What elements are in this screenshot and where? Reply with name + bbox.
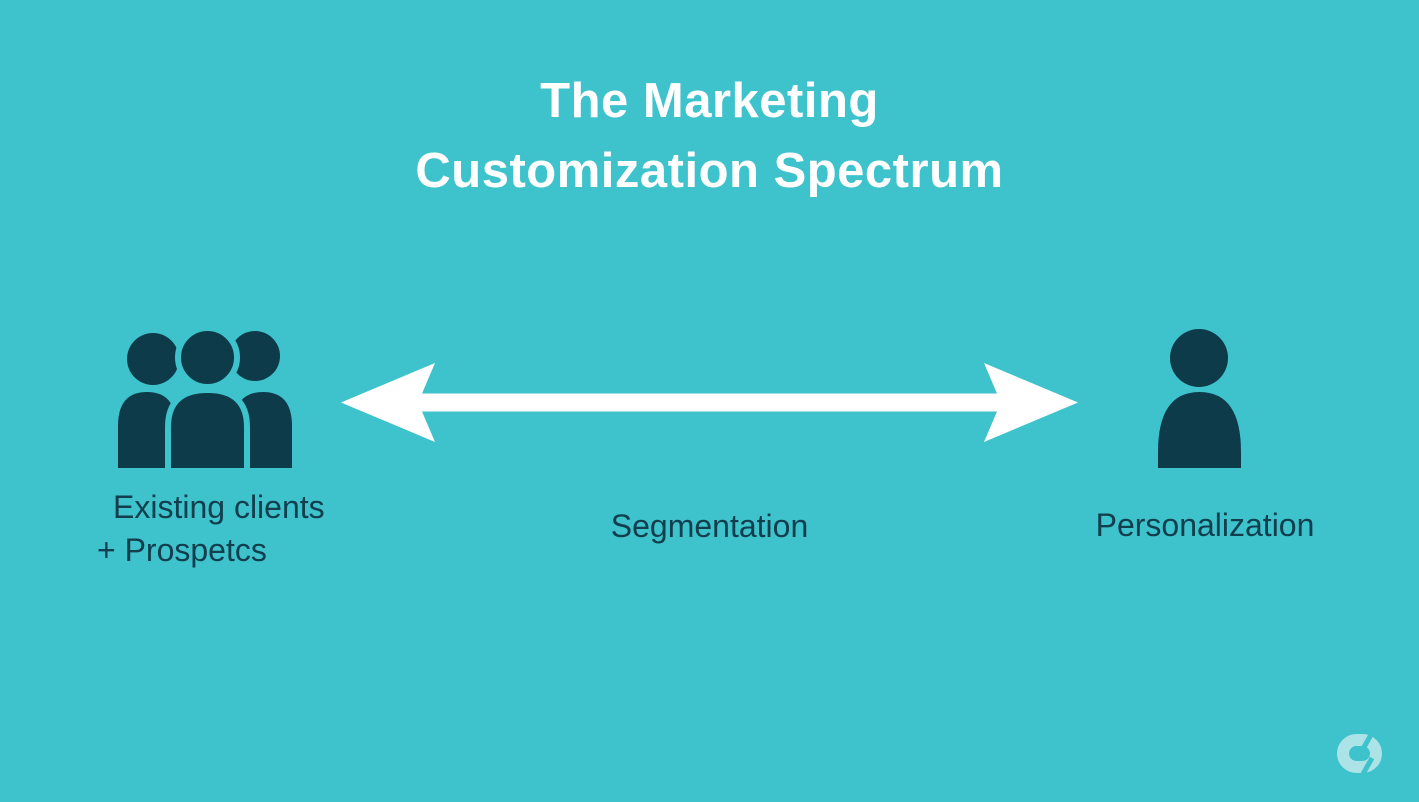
- group-people-icon: [118, 328, 292, 468]
- title-line-2: Customization Spectrum: [415, 144, 1004, 198]
- brand-logo-icon: [1337, 734, 1382, 773]
- left-label-line-1: Existing clients: [113, 489, 325, 525]
- left-endpoint-label: Existing clients + Prospetcs: [97, 486, 325, 572]
- page-title: The Marketing Customization Spectrum: [0, 66, 1419, 206]
- double-headed-arrow: [341, 363, 1078, 442]
- right-endpoint-label: Personalization: [1095, 507, 1315, 543]
- left-label-line-2: + Prospetcs: [97, 532, 267, 568]
- title-line-1: The Marketing: [540, 74, 879, 128]
- person-icon: [1158, 329, 1241, 468]
- center-label: Segmentation: [610, 508, 809, 544]
